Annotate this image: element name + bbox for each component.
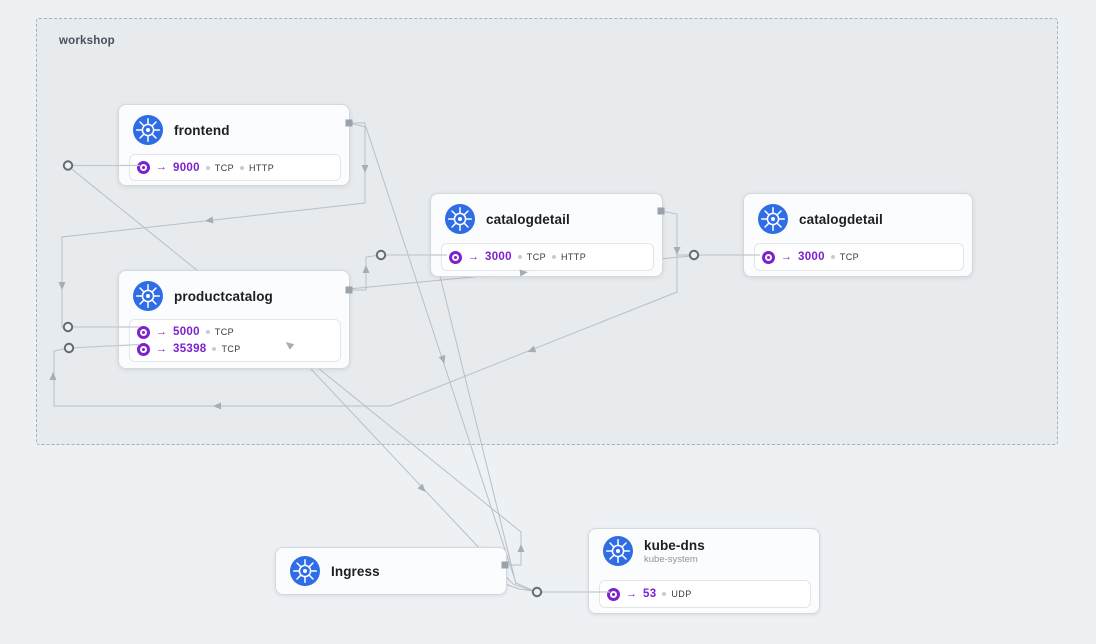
port-row[interactable]: → 3000 TCP <box>755 249 963 266</box>
kubernetes-icon <box>603 536 633 566</box>
port-number: 9000 <box>173 161 200 174</box>
service-node-catalogdetail[interactable]: catalogdetail → 3000 TCP HTTP <box>430 193 663 277</box>
port-row[interactable]: → 5000 TCP <box>130 324 340 341</box>
port-row[interactable]: → 53 UDP <box>600 586 810 603</box>
service-node-productcatalog[interactable]: productcatalog → 5000 TCP → 35398 TCP <box>118 270 350 369</box>
node-header: catalogdetail <box>445 204 570 234</box>
port-arrow-icon: → <box>626 587 637 600</box>
port-arrow-icon: → <box>781 250 792 263</box>
port-icon <box>762 250 775 264</box>
protocol-label: TCP <box>206 327 234 337</box>
port-icon-dot <box>142 347 145 351</box>
port-number: 53 <box>643 588 657 600</box>
node-title: kube-dns <box>644 537 705 553</box>
node-title: catalogdetail <box>486 211 570 227</box>
protocol-label: HTTP <box>240 163 274 173</box>
service-node-frontend[interactable]: frontend → 9000 TCP HTTP <box>118 104 350 186</box>
port-icon <box>449 250 462 264</box>
port-row[interactable]: → 35398 TCP <box>130 341 340 358</box>
port-list: → 3000 TCP <box>754 243 964 271</box>
port-number: 3000 <box>485 251 512 263</box>
port-icon <box>607 587 620 601</box>
kubernetes-icon <box>758 204 788 234</box>
kubernetes-icon <box>133 115 163 145</box>
edge-ingress-to-kubedns <box>504 583 534 592</box>
protocol-label: TCP <box>518 252 546 262</box>
port-icon <box>137 161 150 174</box>
protocol-label: TCP <box>206 163 234 173</box>
node-header: Ingress <box>290 556 380 586</box>
port-arrow-icon: → <box>156 161 167 173</box>
port-row[interactable]: → 3000 TCP HTTP <box>442 249 653 266</box>
protocol-label: HTTP <box>552 252 586 262</box>
port-list: → 3000 TCP HTTP <box>441 243 654 271</box>
node-header: productcatalog <box>133 281 273 311</box>
protocol-label: TCP <box>212 344 240 354</box>
port-row[interactable]: → 9000 TCP HTTP <box>130 159 340 176</box>
node-title: frontend <box>174 122 230 138</box>
port-number: 35398 <box>173 343 207 355</box>
protocol-label: TCP <box>831 252 859 262</box>
kubernetes-icon <box>290 556 320 586</box>
service-node-kube-dns[interactable]: kube-dns kube-system → 53 UDP <box>588 528 820 614</box>
node-header: kube-dns kube-system <box>603 536 705 566</box>
namespace-label: workshop <box>59 35 115 47</box>
service-node-ingress[interactable]: Ingress <box>275 547 507 595</box>
port-list: → 5000 TCP → 35398 TCP <box>129 319 341 362</box>
port-list: → 53 UDP <box>599 580 811 608</box>
port-arrow-icon: → <box>156 325 167 338</box>
port-arrow-icon: → <box>156 342 167 355</box>
port-icon-dot <box>142 330 145 334</box>
kubernetes-icon <box>133 281 163 311</box>
port-icon-dot <box>142 166 145 169</box>
node-namespace-label: kube-system <box>644 553 698 565</box>
service-node-catalogdetail-2[interactable]: catalogdetail → 3000 TCP <box>743 193 973 277</box>
node-header: catalogdetail <box>758 204 883 234</box>
node-header: frontend <box>133 115 230 145</box>
kubernetes-icon <box>445 204 475 234</box>
port-icon-dot <box>767 255 770 259</box>
port-number: 5000 <box>173 326 200 338</box>
node-title: Ingress <box>331 563 380 579</box>
node-title: catalogdetail <box>799 211 883 227</box>
port-icon <box>137 342 150 356</box>
node-title: productcatalog <box>174 288 273 304</box>
port-icon-dot <box>612 592 615 596</box>
port-list: → 9000 TCP HTTP <box>129 154 341 181</box>
protocol-label: UDP <box>662 589 691 599</box>
port-icon <box>137 325 150 339</box>
port-icon-dot <box>454 255 457 259</box>
port-number: 3000 <box>798 251 825 263</box>
port-arrow-icon: → <box>468 250 479 263</box>
